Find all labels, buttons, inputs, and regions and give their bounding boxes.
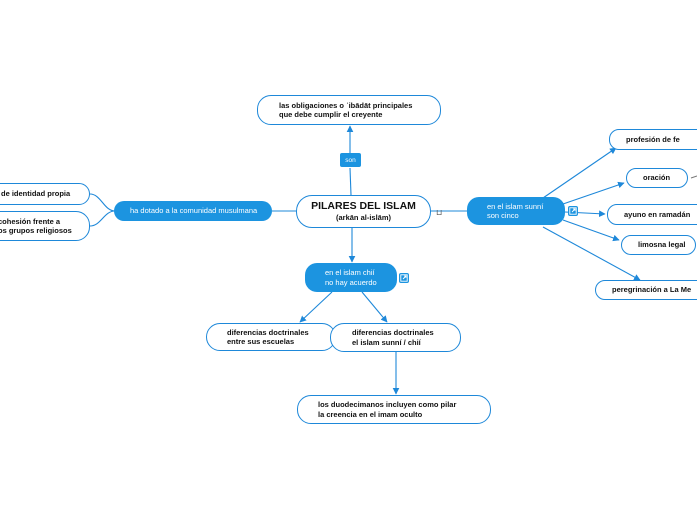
link-comunidad-musulmana-text: ha dotado a la comunidad musulmana <box>130 206 258 216</box>
node-cohesion[interactable]: cohesión frente a os grupos religiosos <box>0 211 90 241</box>
node-diferencias-escuelas[interactable]: diferencias doctrinales entre sus escuel… <box>206 323 336 351</box>
connector-bottom-child-2 <box>361 291 388 323</box>
node-diferencias-escuelas-text: diferencias doctrinales entre sus escuel… <box>227 327 309 346</box>
root-subtitle: (arkān al-islām) <box>335 213 392 223</box>
node-limosna-legal-text: limosna legal <box>638 240 686 250</box>
root-title: PILARES DEL ISLAM <box>311 200 416 213</box>
connector-right-child-2 <box>562 181 625 205</box>
node-profesion-fe-text: profesión de fe <box>626 134 680 144</box>
node-identidad-propia-text: de identidad propia <box>1 189 71 199</box>
link-islam-sunni-text: en el islam sunní son cinco <box>487 201 544 220</box>
node-ayuno-ramadan[interactable]: ayuno en ramadán <box>607 204 697 225</box>
external-link-icon[interactable] <box>568 206 578 216</box>
link-islam-sunni[interactable]: en el islam sunní son cinco <box>467 197 565 225</box>
connector-bottom-child-1 <box>299 291 333 323</box>
collapse-toggle-icon: ⊔ <box>436 208 442 217</box>
link-comunidad-musulmana[interactable]: ha dotado a la comunidad musulmana <box>114 201 272 221</box>
node-limosna-legal[interactable]: limosna legal <box>621 235 696 255</box>
external-link-icon[interactable] <box>399 273 409 283</box>
link-label-son-text: son <box>345 156 356 164</box>
connector-left-child-2 <box>89 210 116 227</box>
node-duodecimanos[interactable]: los duodecimanos incluyen como pilar la … <box>297 395 491 424</box>
node-diferencias-sunni-chii[interactable]: diferencias doctrinales el islam sunní /… <box>330 323 461 352</box>
link-islam-chii-text: en el islam chií no hay acuerdo <box>325 268 377 287</box>
node-obligaciones[interactable]: las obligaciones o ʿibādāt principales q… <box>257 95 441 125</box>
node-diferencias-sunni-chii-text: diferencias doctrinales el islam sunní /… <box>352 328 434 347</box>
node-oracion[interactable]: oración <box>626 168 688 188</box>
link-label-son[interactable]: son <box>340 153 361 167</box>
link-islam-chii[interactable]: en el islam chií no hay acuerdo <box>305 263 397 292</box>
root-node[interactable]: PILARES DEL ISLAM (arkān al-islām) <box>296 195 431 228</box>
node-profesion-fe[interactable]: profesión de fe <box>609 129 697 150</box>
node-peregrinacion-text: peregrinación a La Me <box>612 285 692 295</box>
node-duodecimanos-text: los duodecimanos incluyen como pilar la … <box>318 400 457 419</box>
connector-right-child-1 <box>542 147 617 199</box>
node-cohesion-text: cohesión frente a os grupos religiosos <box>0 216 72 235</box>
connector-right-child-4 <box>562 219 620 242</box>
external-link-glyph <box>400 274 408 282</box>
node-oracion-text: oración <box>643 173 671 183</box>
node-ayuno-ramadan-text: ayuno en ramadán <box>624 209 691 219</box>
connector-root-son <box>349 167 352 196</box>
collapse-toggle-icon <box>690 175 697 179</box>
node-peregrinacion[interactable]: peregrinación a La Me <box>595 280 697 300</box>
connector-right-child-5 <box>542 226 641 281</box>
node-identidad-propia[interactable]: de identidad propia <box>0 183 90 205</box>
connector-left-child-1 <box>89 193 116 212</box>
external-link-glyph <box>569 207 577 215</box>
node-obligaciones-text: las obligaciones o ʿibādāt principales q… <box>279 100 413 119</box>
